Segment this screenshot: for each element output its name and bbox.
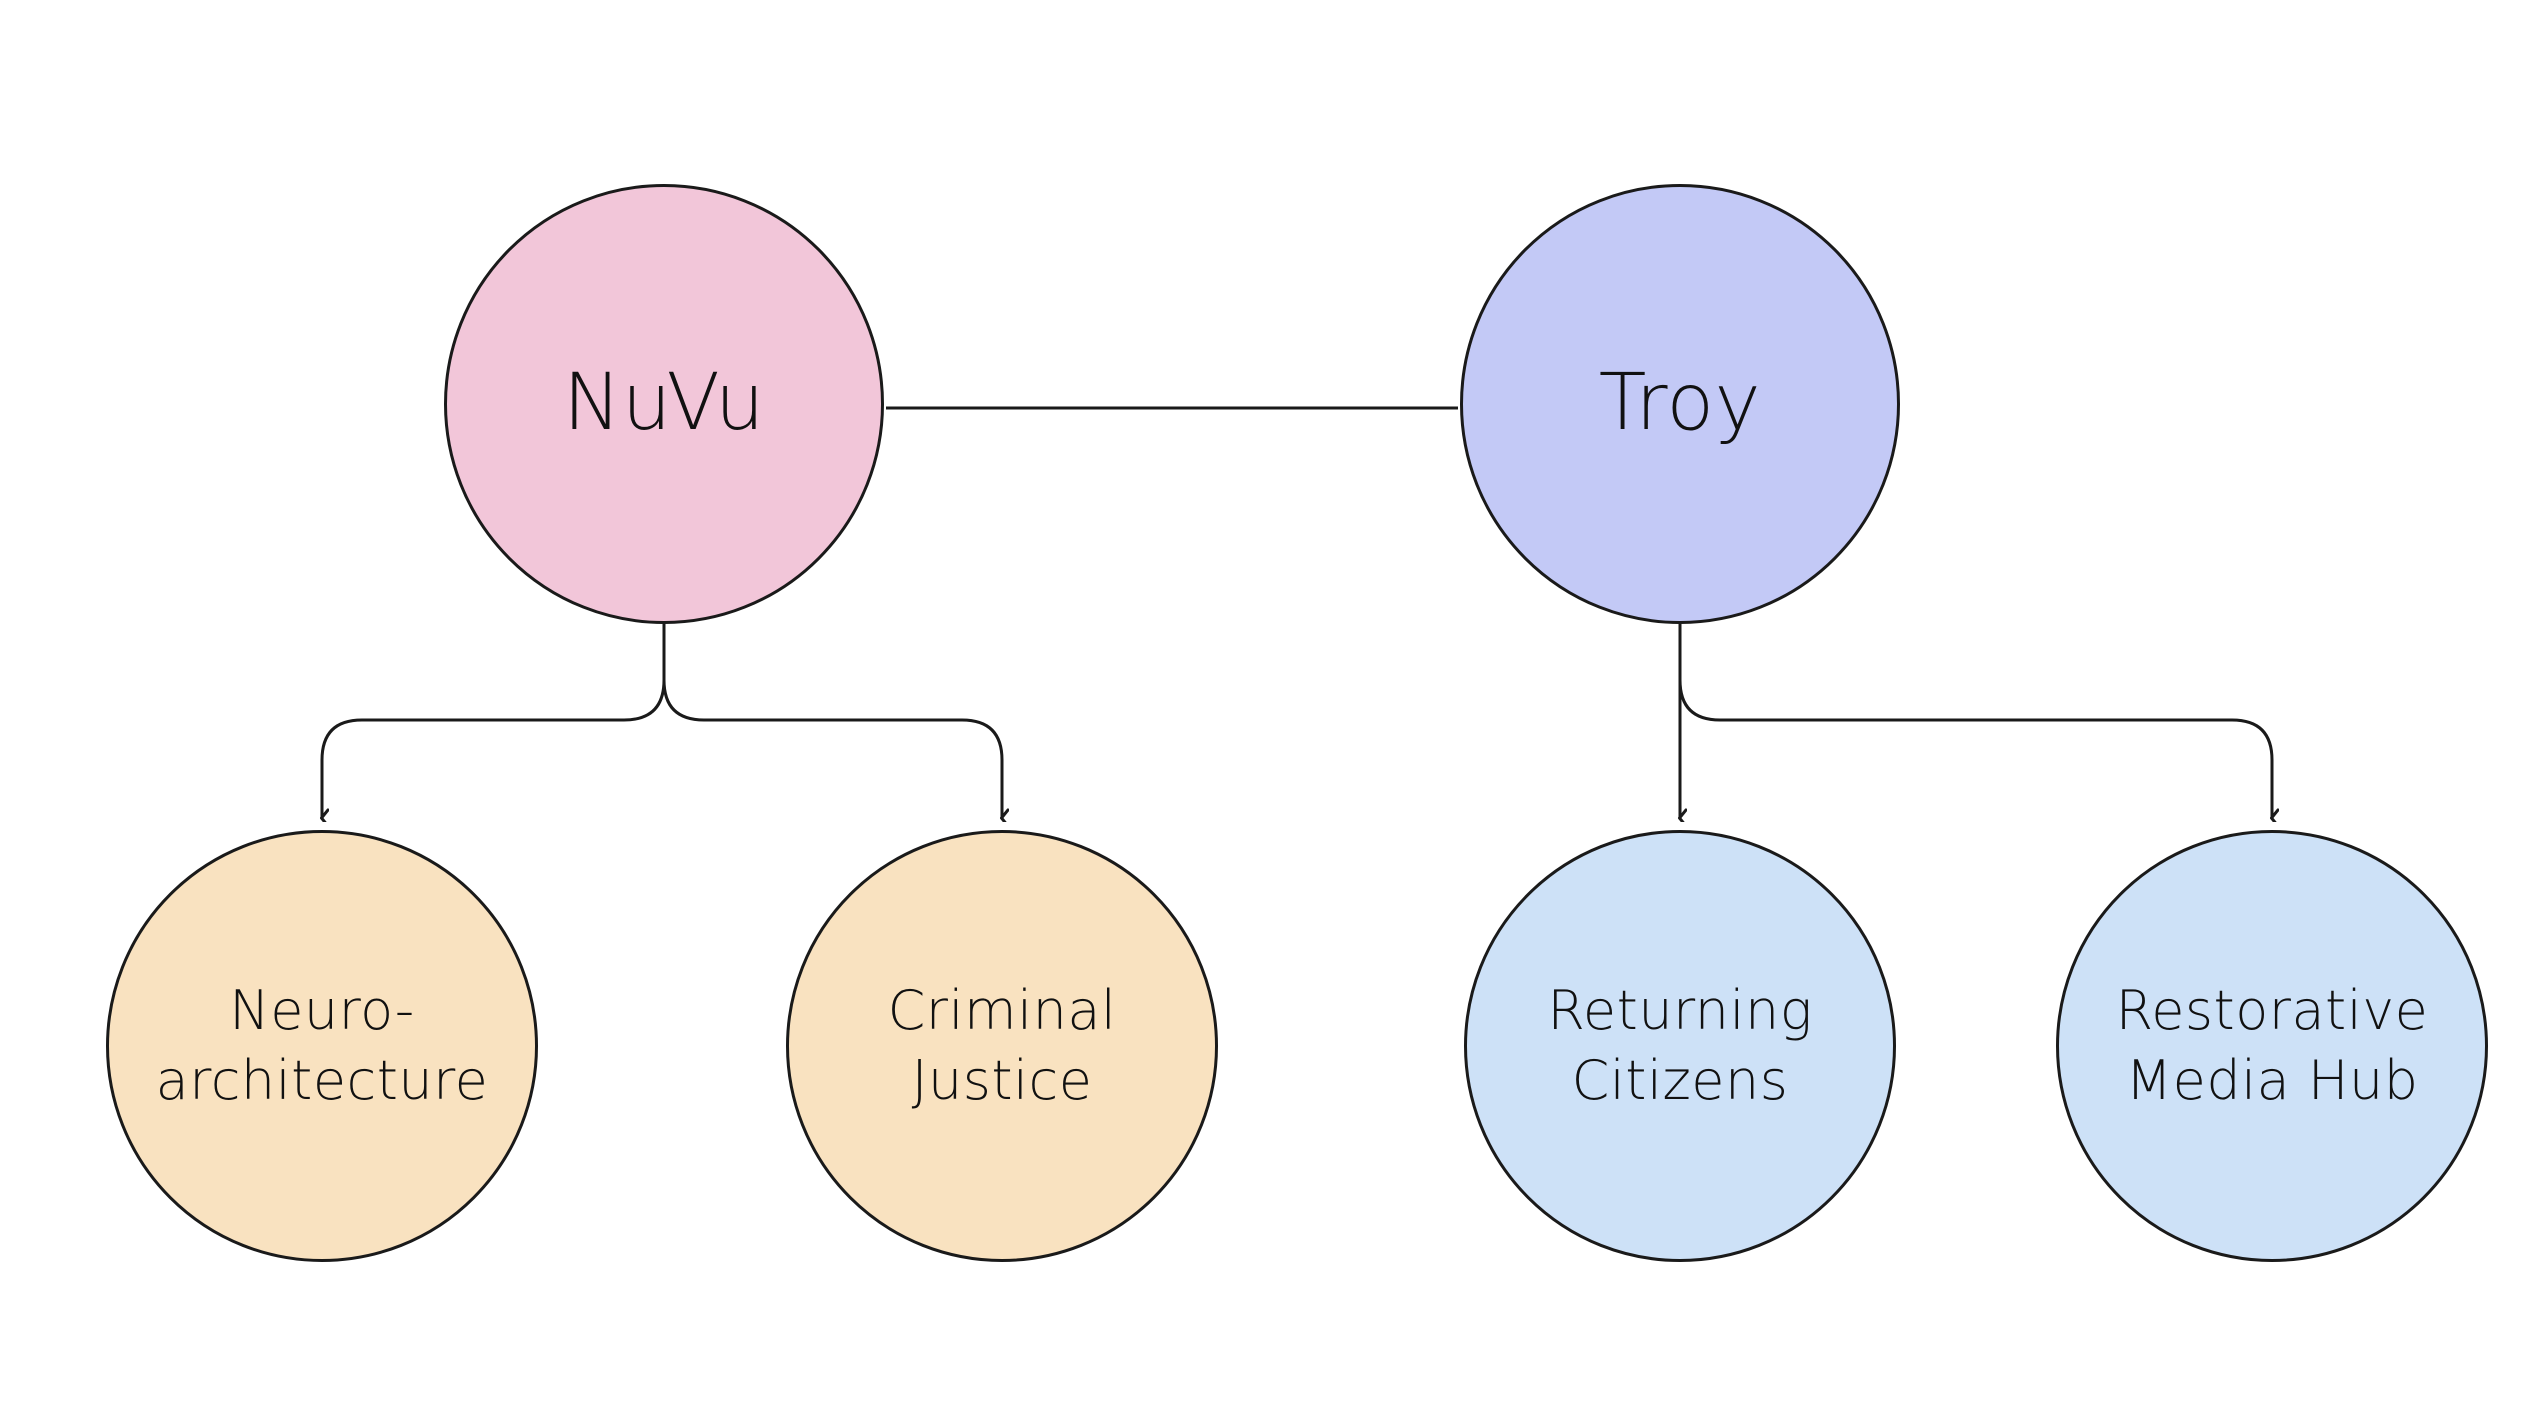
node-restorative-media-hub[interactable]: Restorative Media Hub [2056, 830, 2488, 1262]
node-returning-citizens[interactable]: Returning Citizens [1464, 830, 1896, 1262]
node-criminal-justice[interactable]: Criminal Justice [786, 830, 1218, 1262]
node-troy[interactable]: Troy [1460, 184, 1900, 624]
edge-group [322, 406, 2272, 818]
edge-nuvu-to-neuro-architecture [322, 624, 666, 818]
edge-troy-to-restorative-media-hub [1678, 624, 2272, 818]
node-neuro-architecture[interactable]: Neuro- architecture [106, 830, 538, 1262]
node-label-troy: Troy [1598, 358, 1762, 449]
node-label-nuvu: NuVu [563, 358, 765, 449]
node-label-criminal-justice: Criminal Justice [887, 978, 1117, 1112]
edge-nuvu-to-criminal-justice [662, 624, 1002, 818]
node-nuvu[interactable]: NuVu [444, 184, 884, 624]
node-label-restorative-media-hub: Restorative Media Hub [2115, 978, 2429, 1112]
node-label-returning-citizens: Returning Citizens [1547, 978, 1813, 1112]
node-label-neuro-architecture: Neuro- architecture [155, 978, 489, 1112]
